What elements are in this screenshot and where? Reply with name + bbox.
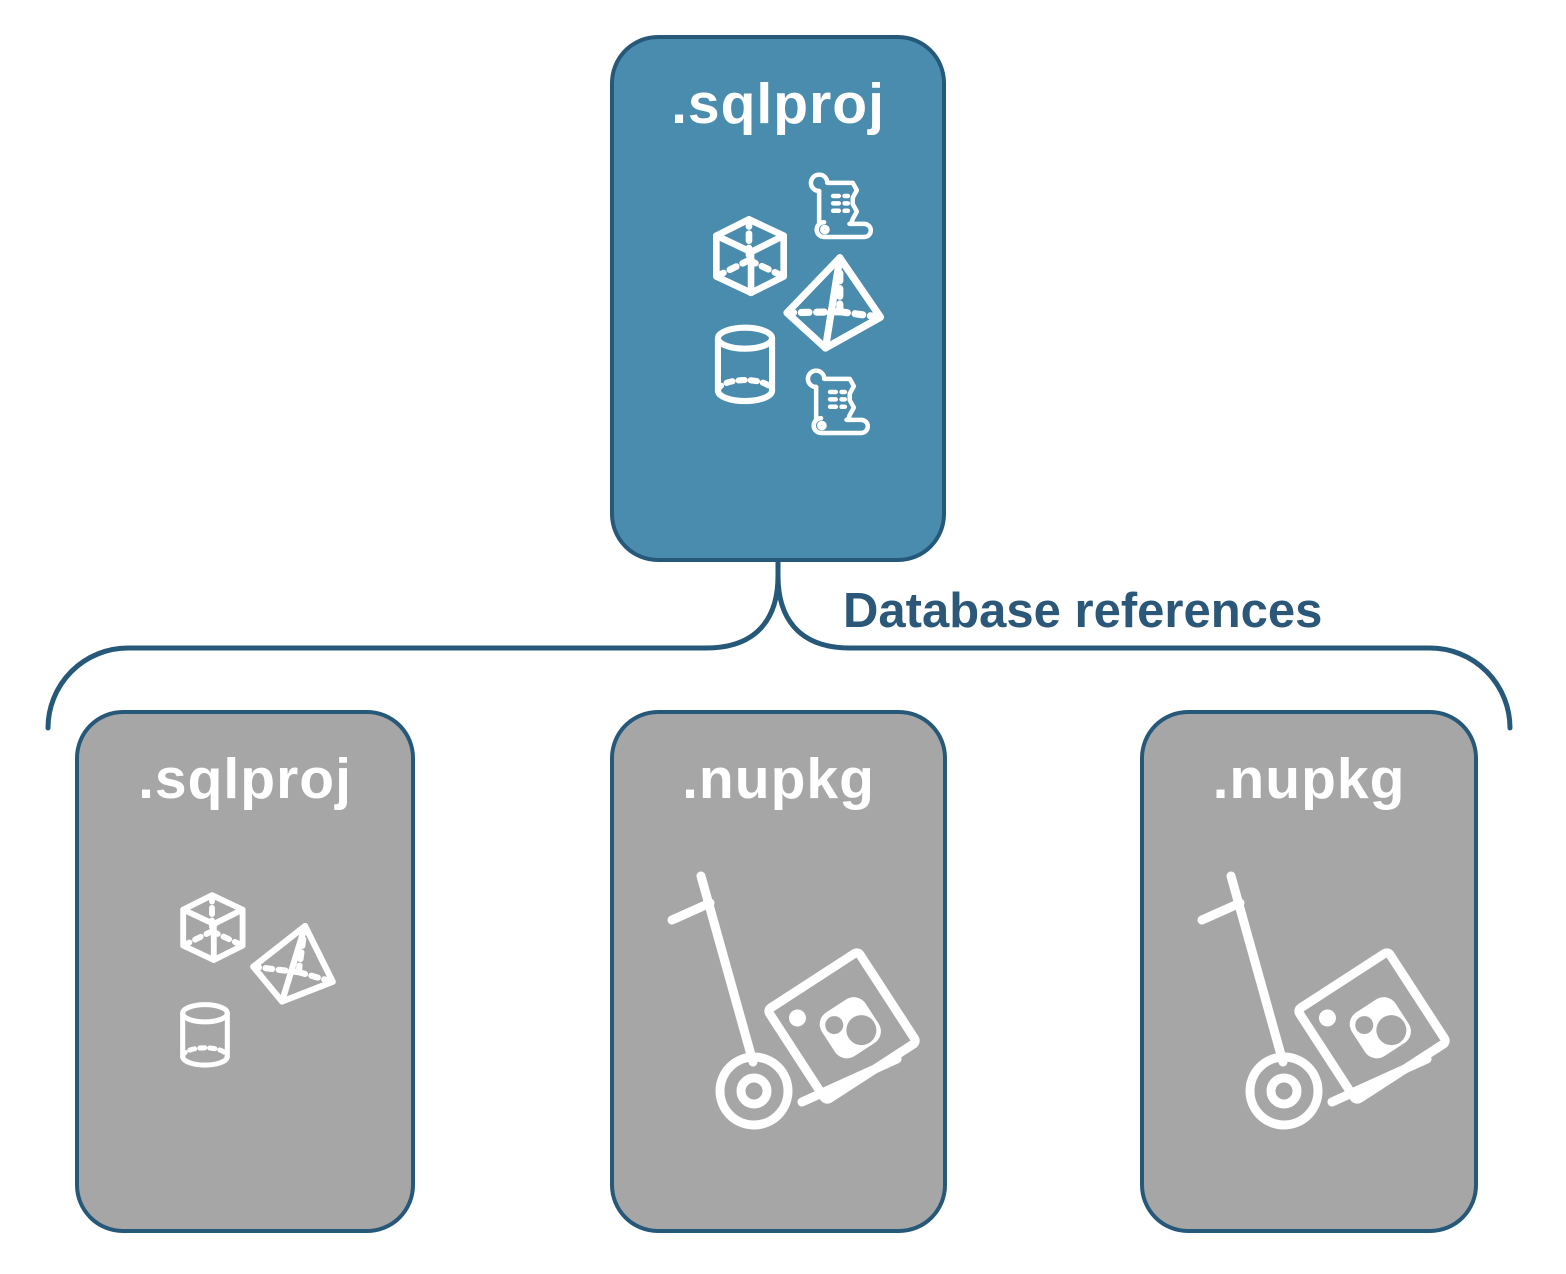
hand-truck-package-icon	[1184, 864, 1474, 1134]
node-title: .sqlproj	[138, 747, 352, 811]
pyramid-icon	[233, 910, 351, 1019]
node-nupkg-child: .nupkg	[1140, 710, 1478, 1233]
node-sqlproj-root: .sqlproj	[610, 35, 946, 562]
cylinder-icon	[169, 992, 241, 1082]
hand-truck-package-icon	[654, 864, 944, 1134]
pyramid-icon	[774, 249, 888, 359]
node-title: .nupkg	[1212, 747, 1406, 811]
node-sqlproj-child: .sqlproj	[75, 710, 415, 1233]
scroll-icon	[797, 171, 879, 257]
cylinder-icon	[700, 319, 790, 415]
node-title: .nupkg	[682, 747, 875, 811]
cube-icon	[698, 201, 800, 303]
scroll-icon	[794, 367, 876, 453]
node-title: .sqlproj	[671, 72, 885, 136]
connector-label: Database references	[843, 584, 1323, 638]
node-nupkg-child: .nupkg	[610, 710, 947, 1233]
cube-icon	[167, 879, 257, 969]
